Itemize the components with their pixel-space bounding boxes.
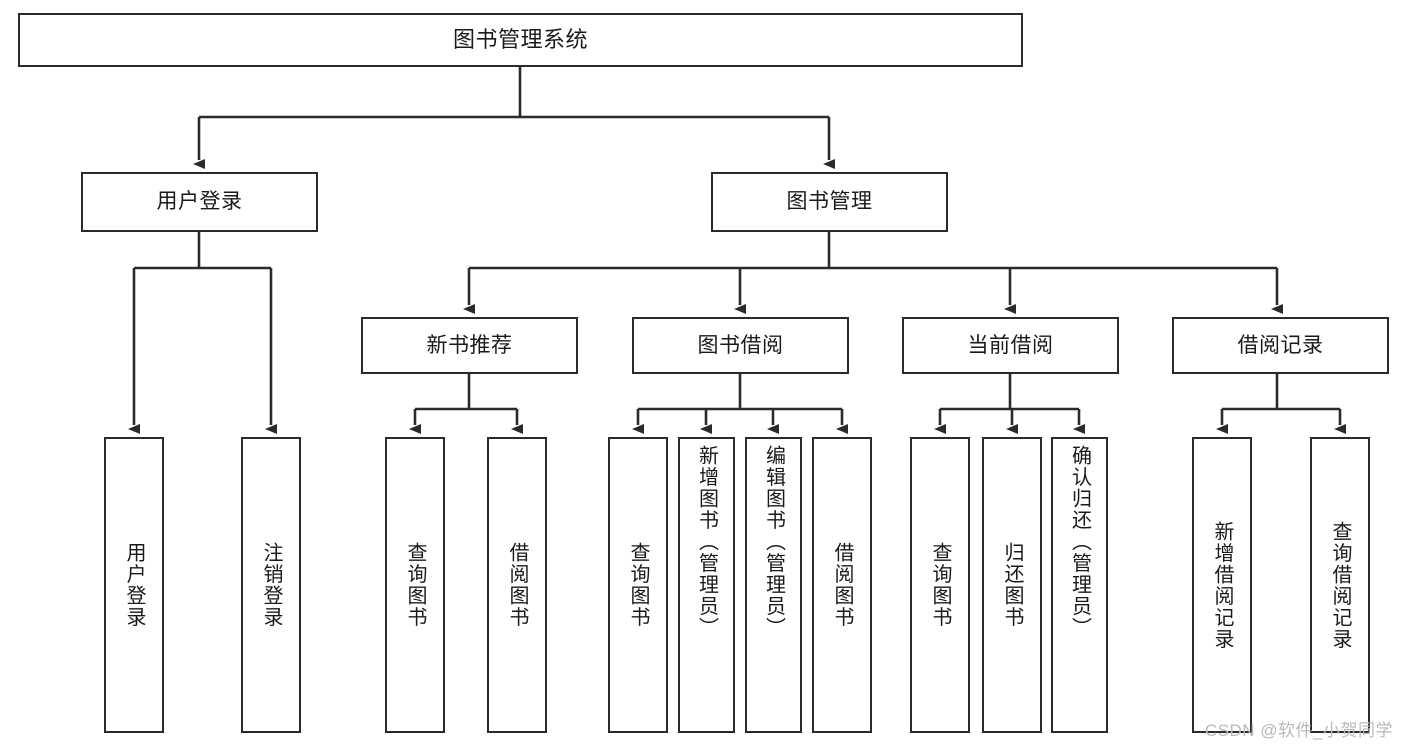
node-new-book-recommend[interactable]: 新书推荐	[361, 317, 578, 374]
node-leaf-logout-login-label: 注销登录	[260, 542, 282, 628]
node-book-borrow-label: 图书借阅	[697, 333, 784, 357]
node-leaf-query-book-3[interactable]: 查询图书	[910, 437, 970, 733]
node-current-borrow-label: 当前借阅	[967, 333, 1054, 357]
node-leaf-query-book-3-label: 查询图书	[929, 542, 951, 628]
node-leaf-query-book-1[interactable]: 查询图书	[385, 437, 445, 733]
node-leaf-edit-book-admin-label: 编辑图书（管理员）	[762, 445, 785, 639]
node-leaf-add-book-admin-label: 新增图书（管理员）	[695, 445, 718, 639]
node-leaf-confirm-return-admin[interactable]: 确认归还（管理员）	[1051, 437, 1108, 733]
node-leaf-query-book-2[interactable]: 查询图书	[608, 437, 668, 733]
node-book-borrow[interactable]: 图书借阅	[632, 317, 849, 374]
node-borrow-record[interactable]: 借阅记录	[1172, 317, 1389, 374]
node-book-management[interactable]: 图书管理	[711, 172, 948, 232]
node-leaf-add-borrow-record-label: 新增借阅记录	[1211, 520, 1233, 650]
node-leaf-query-borrow-record[interactable]: 查询借阅记录	[1310, 437, 1370, 733]
node-leaf-borrow-book-1-label: 借阅图书	[506, 542, 528, 628]
node-leaf-return-book[interactable]: 归还图书	[982, 437, 1042, 733]
node-book-management-label: 图书管理	[786, 190, 873, 214]
node-leaf-add-borrow-record[interactable]: 新增借阅记录	[1192, 437, 1252, 733]
node-current-borrow[interactable]: 当前借阅	[902, 317, 1119, 374]
node-root[interactable]: 图书管理系统	[18, 13, 1023, 67]
node-leaf-query-borrow-record-label: 查询借阅记录	[1329, 520, 1351, 650]
node-leaf-edit-book-admin[interactable]: 编辑图书（管理员）	[745, 437, 802, 733]
node-leaf-borrow-book-2-label: 借阅图书	[831, 542, 853, 628]
node-user-login[interactable]: 用户登录	[81, 172, 318, 232]
node-leaf-logout-login[interactable]: 注销登录	[241, 437, 301, 733]
node-leaf-add-book-admin[interactable]: 新增图书（管理员）	[678, 437, 735, 733]
node-root-label: 图书管理系统	[452, 26, 588, 52]
node-leaf-borrow-book-2[interactable]: 借阅图书	[812, 437, 872, 733]
node-leaf-query-book-1-label: 查询图书	[404, 542, 426, 628]
node-leaf-return-book-label: 归还图书	[1001, 542, 1023, 628]
node-leaf-user-login[interactable]: 用户登录	[104, 437, 164, 733]
node-leaf-user-login-label: 用户登录	[123, 542, 145, 628]
node-borrow-record-label: 借阅记录	[1237, 333, 1324, 357]
node-leaf-query-book-2-label: 查询图书	[627, 542, 649, 628]
node-leaf-confirm-return-admin-label: 确认归还（管理员）	[1068, 445, 1091, 639]
node-user-login-label: 用户登录	[156, 190, 243, 214]
node-leaf-borrow-book-1[interactable]: 借阅图书	[487, 437, 547, 733]
node-new-book-recommend-label: 新书推荐	[426, 333, 513, 357]
